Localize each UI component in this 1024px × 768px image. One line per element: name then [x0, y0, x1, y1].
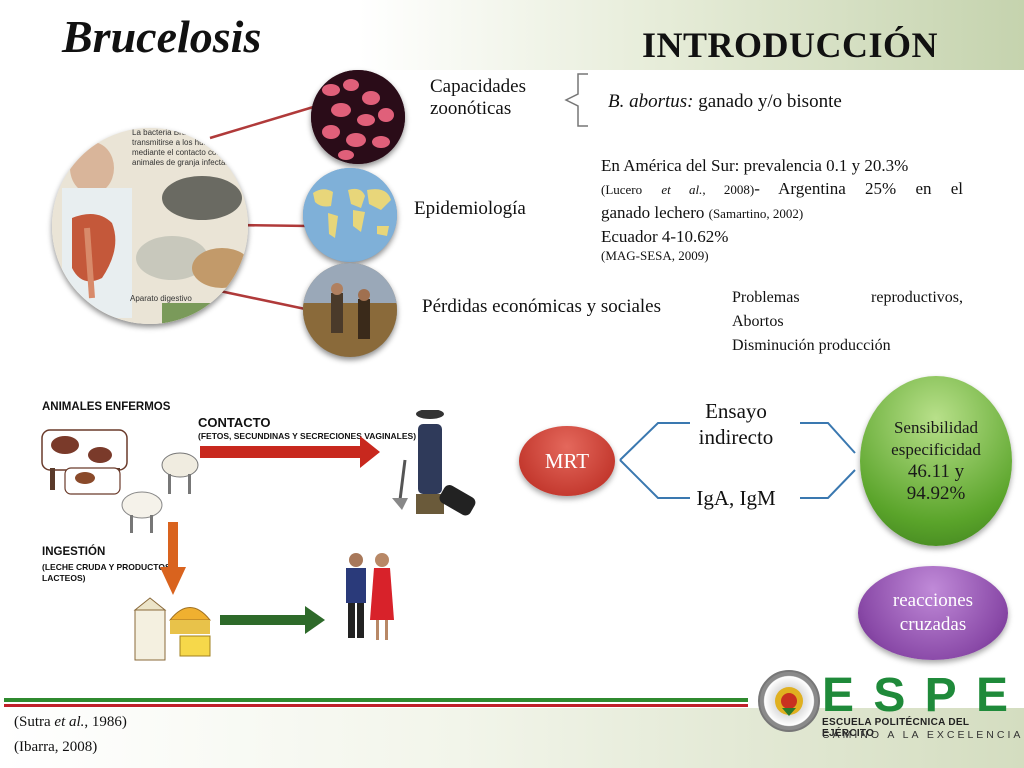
espe-letter: E	[975, 669, 1008, 722]
epi-dairy: ganado lechero	[601, 203, 705, 222]
espe-letter: E	[822, 669, 855, 722]
epi-argentina: - Argentina 25% en el	[754, 179, 963, 198]
reference-1-etal: et al.	[54, 714, 85, 730]
ingestion-arrow-icon	[160, 522, 186, 595]
specificity-value: 94.92%	[906, 483, 966, 504]
diagnosis-connectors	[619, 422, 856, 499]
espe-seal-icon	[758, 670, 820, 732]
topic-epidemiology-label: Epidemiología	[414, 198, 526, 219]
epidemiology-text: En América del Sur: prevalencia 0.1 y 20…	[601, 154, 963, 264]
header-band	[0, 0, 1024, 70]
sensitivity-label: Sensibilidad	[893, 418, 979, 437]
sensitivity-bubble: Sensibilidad especificidad 46.11 y 94.92…	[860, 376, 1012, 546]
section-title: INTRODUCCIÓN	[642, 25, 939, 65]
espe-wordmark: E S P E	[822, 668, 1008, 723]
espe-letter: P	[924, 669, 957, 722]
epi-ref-year: , 2008)	[702, 182, 755, 197]
goat-icon	[161, 452, 199, 494]
reference-2: (Ibarra, 2008)	[14, 739, 98, 755]
ingestion-label: INGESTIÓN	[42, 546, 106, 558]
cross-reactions-line1: reacciones	[892, 590, 974, 611]
loss-item: Problemas reproductivos,	[732, 289, 963, 306]
reference-1: (Sutra et al., 1986)	[14, 714, 127, 731]
green-arrow-icon	[220, 606, 325, 634]
assay-label-line1: Ensayo	[705, 399, 767, 423]
epi-line-3: ganado lechero (Samartino, 2002)	[601, 201, 963, 225]
world-map-illustration	[303, 168, 397, 262]
espe-institution-name: ESCUELA POLITÉCNICA DEL EJÉRCITO	[822, 717, 970, 739]
loss-item: Abortos	[732, 313, 784, 330]
contact-label: CONTACTO	[198, 415, 271, 430]
footer-green-rule	[4, 698, 748, 702]
man-icon	[346, 553, 366, 638]
epi-ref-etal: et al.	[661, 182, 703, 197]
ingestion-detail: (LECHE CRUDA Y PRODUCTOS LACTEOS)	[42, 562, 171, 583]
epi-line-5: (MAG-SESA, 2009)	[601, 248, 709, 263]
transmission-diagram-image: La bacteria Brucella puede transmitirse …	[52, 128, 248, 324]
loss-item: Disminución producción	[732, 337, 891, 354]
assay-label-line2: indirecto	[698, 425, 774, 449]
reference-1-author: (Sutra	[14, 714, 55, 730]
epi-line-1: En América del Sur: prevalencia 0.1 y 20…	[601, 156, 909, 175]
footer-band	[0, 708, 1024, 768]
woman-icon	[370, 553, 394, 640]
world-map-image	[303, 168, 397, 262]
footer-red-rule	[4, 704, 748, 707]
topic-zoonotic-label: Capacidades zoonóticas	[430, 76, 527, 119]
slide-title: Brucelosis	[62, 11, 262, 62]
brace-icon	[564, 73, 588, 127]
bacteria-illustration	[311, 70, 405, 164]
farmer-icon	[392, 410, 476, 516]
mrt-label: MRT	[544, 448, 590, 473]
bacteria-image	[311, 70, 405, 164]
espe-letter: S	[873, 669, 906, 722]
dairy-products-icon	[133, 597, 212, 661]
epi-ref-lucero: (Lucero	[601, 182, 643, 197]
diagram-caption: Aparato digestivo	[130, 294, 192, 303]
cross-reactions-line2: cruzadas	[899, 614, 967, 635]
seal-emblem	[775, 687, 803, 716]
cow-icon	[41, 429, 128, 490]
espe-motto: CAMINO A LA EXCELENCIA	[822, 729, 1024, 741]
sick-animals-label: ANIMALES ENFERMOS	[42, 401, 171, 413]
epi-line-2: (Lucero et al., 2008)- Argentina 25% en …	[601, 177, 963, 201]
farmers-illustration	[303, 263, 397, 357]
specificity-label: especificidad	[891, 440, 981, 459]
topic-losses-label: Pérdidas económicas y sociales	[422, 296, 662, 317]
losses-list: Problemas reproductivos, Abortos Disminu…	[732, 286, 963, 358]
sensitivity-value: 46.11 y	[907, 461, 965, 482]
diagram-text: La bacteria Brucella puede transmitirse …	[132, 128, 239, 167]
species-name: B. abortus:	[608, 91, 694, 112]
epi-ref-samartino: (Samartino, 2002)	[708, 206, 804, 221]
cross-reactions-bubble: reacciones cruzadas	[858, 566, 1008, 660]
contact-arrow-icon	[200, 436, 380, 468]
transmission-illustration	[41, 410, 476, 661]
mrt-test-bubble: MRT	[519, 426, 615, 496]
assay-label: Ensayo indirecto	[676, 398, 796, 450]
zoonotic-detail: B. abortus: ganado y/o bisonte	[608, 91, 842, 113]
contact-detail: (FETOS, SECUNDINAS Y SECRECIONES VAGINAL…	[198, 431, 417, 441]
host-name: ganado y/o bisonte	[698, 91, 842, 112]
antibody-label: IgA, IgM	[696, 486, 776, 510]
reference-1-year: , 1986)	[84, 714, 127, 730]
epi-line-4: Ecuador 4-10.62%	[601, 227, 729, 246]
calf-icon	[64, 467, 121, 495]
sheep-icon	[121, 491, 163, 533]
farmers-image	[303, 263, 397, 357]
